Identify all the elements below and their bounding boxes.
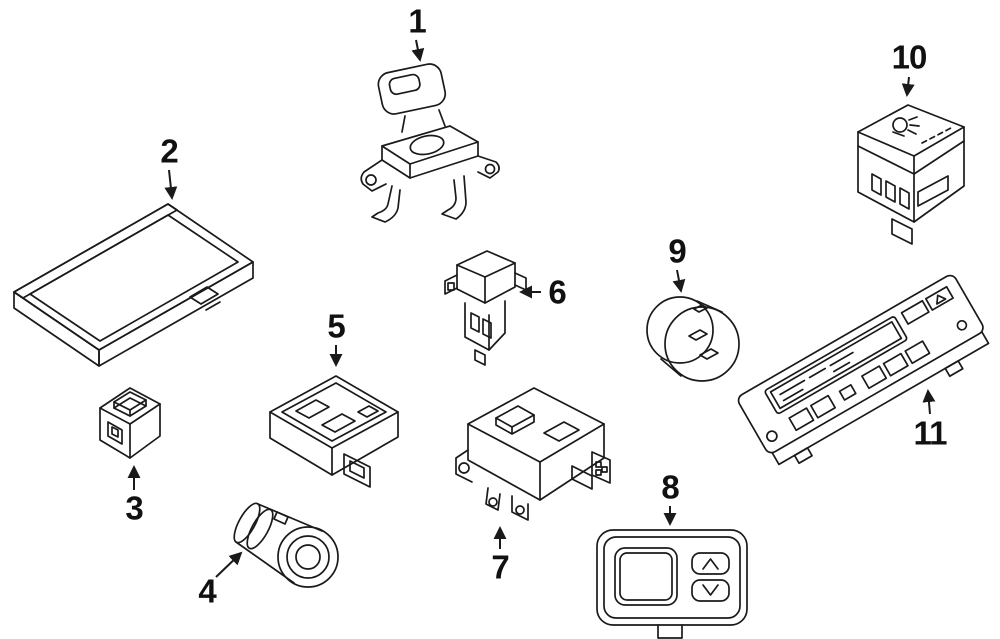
part-8-drawing bbox=[596, 529, 748, 639]
callout-2[interactable]: 2 bbox=[160, 132, 178, 170]
callout-11-arrow bbox=[922, 389, 936, 415]
part-4-drawing bbox=[233, 502, 339, 588]
callout-arrows bbox=[127, 39, 936, 578]
part-5-drawing bbox=[269, 375, 399, 488]
part-6-drawing bbox=[444, 250, 527, 366]
callout-7[interactable]: 7 bbox=[491, 548, 509, 586]
part-11-drawing bbox=[737, 274, 990, 466]
callout-9[interactable]: 9 bbox=[668, 232, 686, 270]
part-2-drawing bbox=[13, 203, 254, 367]
part-10-drawing bbox=[857, 104, 965, 245]
callout-10[interactable]: 10 bbox=[891, 38, 928, 76]
callout-10-arrow bbox=[901, 76, 915, 97]
callout-1-arrow bbox=[411, 39, 425, 62]
callout-3[interactable]: 3 bbox=[125, 489, 143, 527]
callout-4[interactable]: 4 bbox=[198, 572, 216, 610]
part-3-drawing bbox=[99, 387, 161, 459]
callout-2-arrow bbox=[164, 169, 178, 200]
callout-6[interactable]: 6 bbox=[548, 273, 566, 311]
callout-1[interactable]: 1 bbox=[408, 2, 426, 40]
callout-4-arrow bbox=[215, 551, 243, 578]
callout-11[interactable]: 11 bbox=[913, 414, 948, 452]
part-1-drawing bbox=[360, 63, 500, 223]
part-7-drawing bbox=[455, 387, 611, 521]
callout-9-arrow bbox=[672, 269, 686, 293]
part-9-drawing bbox=[646, 296, 740, 382]
callout-8[interactable]: 8 bbox=[661, 468, 679, 506]
callout-5[interactable]: 5 bbox=[327, 307, 345, 345]
